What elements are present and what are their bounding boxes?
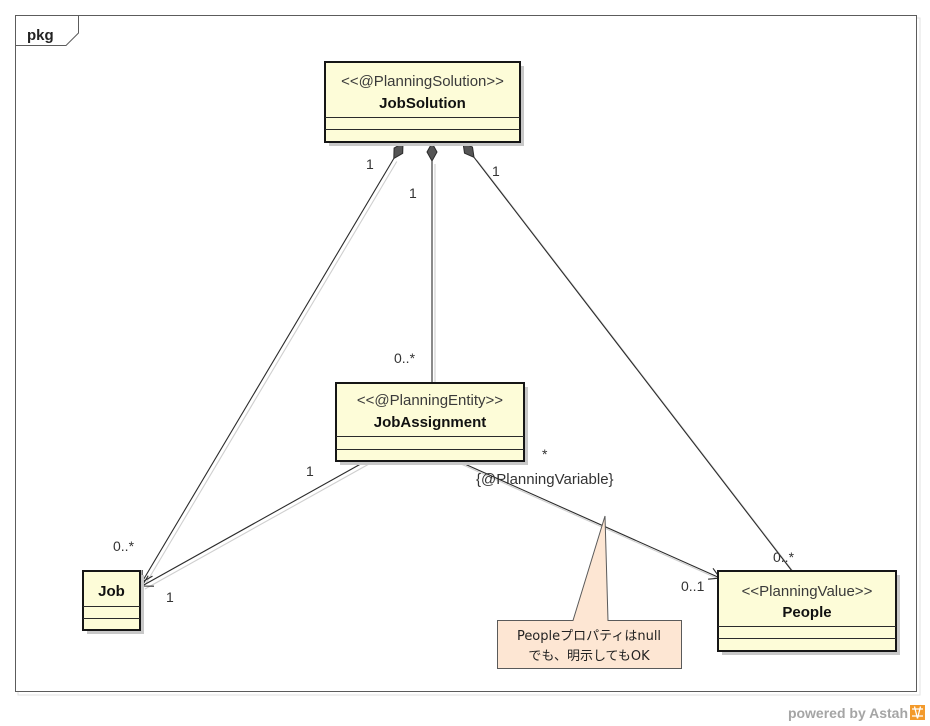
source-multiplicity: 1 <box>492 163 500 179</box>
composition-diamond <box>426 141 438 163</box>
package-frame-tab <box>15 15 79 46</box>
class-box <box>324 61 521 143</box>
class-box <box>335 382 525 462</box>
package-frame-label: pkg <box>27 27 54 44</box>
class-box <box>717 570 897 652</box>
association-solution-to-people[interactable]: 1 0..* <box>462 142 796 575</box>
astah-logo-icon-mark <box>912 706 923 719</box>
association-shadow <box>460 463 724 582</box>
association-line <box>141 460 367 587</box>
target-multiplicity: 0..1 <box>681 578 705 594</box>
powered-by-text: powered by Astah <box>788 705 908 721</box>
note-text-line-1: Peopleプロパティはnull <box>517 629 661 644</box>
class-name: Job <box>98 583 125 600</box>
note[interactable]: Peopleプロパティはnull でも、明示してもOK <box>497 515 682 669</box>
class-stereotype: <<@PlanningEntity>> <box>357 392 503 409</box>
target-multiplicity: 0..* <box>113 538 135 554</box>
target-multiplicity: 1 <box>166 589 174 605</box>
note-body <box>497 515 682 669</box>
association-constraint: {@PlanningVariable} <box>476 471 614 488</box>
association-solution-to-job[interactable]: 1 0..* <box>113 142 404 586</box>
association-shadow <box>476 159 796 575</box>
note-text-line-2: でも、明示してもOK <box>528 649 650 664</box>
association-assignment-to-people[interactable]: * {@PlanningVariable} 0..1 <box>457 446 724 594</box>
association-solution-to-assignment[interactable]: 1 0..* <box>394 141 438 386</box>
association-shadow <box>144 161 398 586</box>
class-people[interactable]: <<PlanningValue>> People <box>717 570 900 655</box>
class-name: JobAssignment <box>374 414 487 431</box>
source-multiplicity: 1 <box>306 463 314 479</box>
astah-watermark: powered by Astah <box>788 705 925 721</box>
source-multiplicity: 1 <box>366 156 374 172</box>
target-multiplicity: 0..* <box>394 350 416 366</box>
class-box <box>82 570 141 631</box>
association-shadow <box>144 463 370 590</box>
association-assignment-to-job[interactable]: 1 1 <box>141 460 370 605</box>
class-stereotype: <<@PlanningSolution>> <box>341 73 504 90</box>
class-name: JobSolution <box>379 95 466 112</box>
astah-logo-icon <box>910 705 925 720</box>
association-line <box>457 460 721 579</box>
source-multiplicity: 1 <box>409 185 417 201</box>
association-line <box>141 158 395 583</box>
class-job-assignment[interactable]: <<@PlanningEntity>> JobAssignment <box>335 382 528 465</box>
target-multiplicity: 0..* <box>773 549 795 565</box>
composition-diamond <box>393 142 404 160</box>
class-name: People <box>782 604 831 621</box>
class-stereotype: <<PlanningValue>> <box>742 583 873 600</box>
source-multiplicity: * <box>542 446 548 462</box>
association-line <box>473 156 793 572</box>
class-job[interactable]: Job <box>82 570 144 634</box>
class-job-solution[interactable]: <<@PlanningSolution>> JobSolution <box>324 61 524 146</box>
